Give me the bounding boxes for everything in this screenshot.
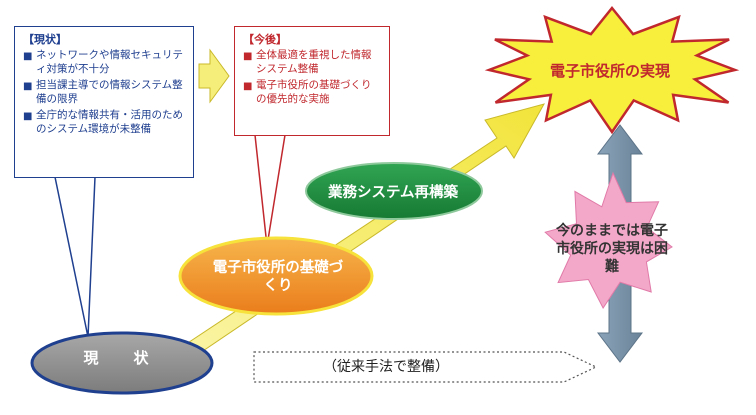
rebuild-ellipse	[305, 162, 483, 220]
foundation-ellipse	[178, 236, 374, 316]
stage-rebuild-label: 業務システム再構築	[327, 185, 459, 201]
future-box-tail	[254, 134, 286, 247]
traditional-arrow	[253, 351, 598, 383]
future-plan-item: ■全体最適を重視した情報システム整備	[243, 49, 372, 75]
goal-burst	[484, 6, 740, 135]
current-box-tail	[54, 176, 96, 338]
future-plan-list: ■全体最適を重視した情報システム整備 ■電子市役所の基礎づくりの優先的な実施	[243, 49, 381, 106]
stage-foundation-label: 電子市役所の基礎づくり	[212, 260, 344, 294]
bullet-square-icon: ■	[243, 81, 253, 92]
difficulty-label: 今のままでは電子市役所の実現は困難	[556, 223, 668, 275]
current-status-box: 【現状】 ■ネットワークや情報セキュリティ対策が不十分 ■担当課主導での情報シス…	[14, 26, 194, 178]
current-status-item: ■ネットワークや情報セキュリティ対策が不十分	[23, 49, 183, 75]
transition-arrow	[198, 48, 230, 104]
bullet-square-icon: ■	[23, 51, 33, 62]
current-status-item: ■担当課主導での情報システム整備の限界	[23, 79, 183, 105]
traditional-method-label: （従来手法で整備）	[323, 359, 449, 375]
goal-label: 電子市役所の実現	[549, 62, 670, 80]
growth-arrow	[149, 103, 546, 381]
current-status-item: ■全庁的な情報共有・活用のためのシステム環境が未整備	[23, 109, 183, 135]
future-plan-item: ■電子市役所の基礎づくりの優先的な実施	[243, 79, 372, 105]
current-status-title: 【現状】	[23, 33, 67, 46]
current-status-list: ■ネットワークや情報セキュリティ対策が不十分 ■担当課主導での情報システム整備の…	[23, 49, 185, 136]
bullet-square-icon: ■	[23, 111, 33, 122]
bullet-square-icon: ■	[243, 51, 253, 62]
current-ellipse	[30, 331, 214, 395]
future-plan-box: 【今後】 ■全体最適を重視した情報システム整備 ■電子市役所の基礎づくりの優先的…	[234, 26, 390, 136]
bullet-square-icon: ■	[23, 81, 33, 92]
future-plan-title: 【今後】	[243, 33, 287, 46]
stage-current-label: 現 状	[83, 349, 159, 367]
difficulty-burst	[544, 171, 673, 309]
